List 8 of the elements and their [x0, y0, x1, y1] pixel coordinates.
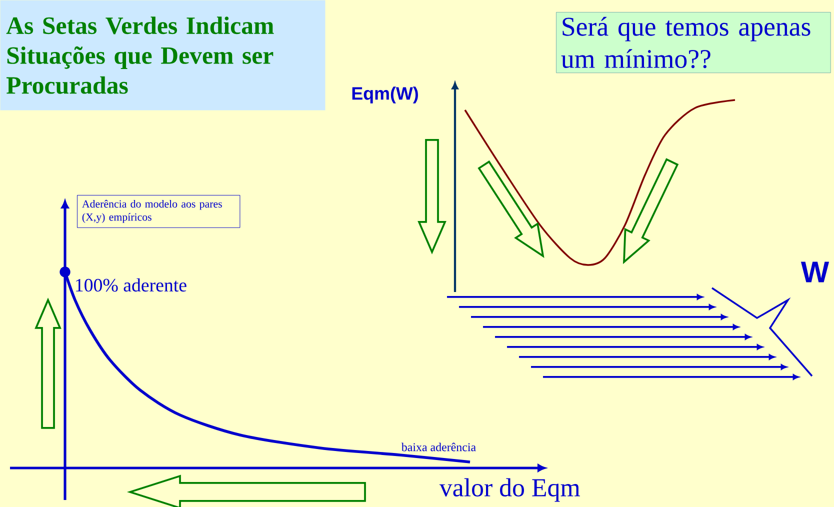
title-box: As Setas Verdes Indicam Situações que Devem ser Procuradas	[0, 0, 326, 110]
point-label: 100% aderente	[76, 278, 186, 292]
callout-box: Será que temos apenas um mínimo??	[556, 12, 831, 74]
axis-label: Eqm(W)	[352, 86, 418, 104]
axis-label: valor do Eqm	[439, 478, 580, 502]
annotation-box: Aderência do modelo aos pares (X,y) empíricos	[77, 195, 240, 228]
axis-label: W	[800, 262, 830, 282]
curve-label: baixa aderência	[401, 442, 476, 452]
